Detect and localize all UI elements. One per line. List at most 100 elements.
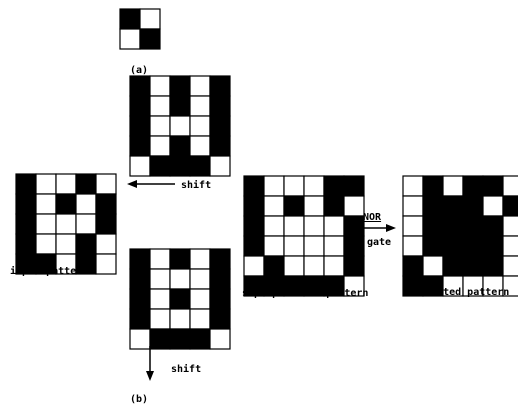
grid-cell (189, 288, 211, 310)
grid-cell (15, 213, 37, 235)
grid-cell (442, 215, 464, 237)
inverted-pattern-label: inverted pattern (413, 286, 509, 298)
grid-cell (75, 193, 97, 215)
grid-cell (189, 248, 211, 270)
grid-cell (129, 248, 151, 270)
grid-cell (263, 195, 285, 217)
grid-cell (209, 288, 231, 310)
grid-cell (139, 28, 161, 50)
grid-cell (462, 215, 484, 237)
grid-cell (263, 235, 285, 257)
grid-cell (323, 255, 345, 277)
grid-cell (129, 268, 151, 290)
grid-cell (422, 175, 444, 197)
grid-cell (402, 255, 424, 277)
grid-cell (283, 175, 305, 197)
grid-cell (243, 235, 265, 257)
grid-cell (502, 275, 518, 297)
grid-cell (263, 255, 285, 277)
grid-cell (243, 195, 265, 217)
grid-cell (209, 95, 231, 117)
grid-cell (209, 115, 231, 137)
grid-cell (149, 308, 171, 330)
grid-cell (422, 235, 444, 257)
grid-cell (343, 235, 365, 257)
grid-cell (402, 215, 424, 237)
nor-label: NOR (363, 212, 382, 223)
grid-cell (149, 75, 171, 97)
grid-cell (343, 175, 365, 197)
grid-cell (462, 255, 484, 277)
grid-cell (303, 195, 325, 217)
superposition-label: superposition pattern (242, 287, 368, 299)
grid-cell (442, 255, 464, 277)
grid-cell (15, 193, 37, 215)
grid-cell (502, 255, 518, 277)
grid-cell (243, 215, 265, 237)
grid-cell (139, 8, 161, 30)
grid-cell (209, 155, 231, 177)
grid-cell (442, 195, 464, 217)
grid-cell (209, 268, 231, 290)
shift-top-label: shift (181, 179, 211, 191)
grid-cell (189, 308, 211, 330)
grid-cell (75, 213, 97, 235)
grid-cell (442, 175, 464, 197)
grid-cell (189, 155, 211, 177)
grid-cell (303, 215, 325, 237)
grid-cell (303, 255, 325, 277)
grid-cell (189, 135, 211, 157)
grid-cell (169, 155, 191, 177)
grid-input (15, 173, 117, 275)
grid-cell (129, 288, 151, 310)
grid-cell (482, 235, 504, 257)
grid-cell (343, 255, 365, 277)
grid-cell (402, 175, 424, 197)
grid-cell (35, 193, 57, 215)
grid-cell (343, 195, 365, 217)
grid-cell (129, 308, 151, 330)
grid-cell (502, 235, 518, 257)
grid-cell (169, 308, 191, 330)
grid-cell (402, 195, 424, 217)
grid-cell (189, 75, 211, 97)
grid-cell (15, 233, 37, 255)
grid-cell (149, 135, 171, 157)
grid-cell (189, 115, 211, 137)
grid-shift-left (129, 75, 231, 177)
grid-cell (129, 115, 151, 137)
grid-cell (75, 173, 97, 195)
grid-cell (119, 28, 141, 50)
grid-cell (263, 215, 285, 237)
grid-cell (482, 255, 504, 277)
grid-cell (462, 175, 484, 197)
grid-cell (35, 173, 57, 195)
grid-cell (149, 328, 171, 350)
grid-cell (209, 135, 231, 157)
grid-cell (283, 235, 305, 257)
grid-cell (323, 195, 345, 217)
grid-cell (422, 195, 444, 217)
grid-cell (283, 215, 305, 237)
grid-cell (169, 328, 191, 350)
grid-cell (35, 213, 57, 235)
grid-cell (119, 8, 141, 30)
pattern-grids (15, 8, 518, 350)
grid-cell (189, 268, 211, 290)
grid-cell (149, 268, 171, 290)
grid-cell (209, 328, 231, 350)
grid-cell (343, 215, 365, 237)
gate-label: gate (367, 237, 391, 248)
grid-cell (55, 173, 77, 195)
grid-cell (95, 233, 117, 255)
grid-cell (149, 248, 171, 270)
grid-cell (15, 173, 37, 195)
shift-down-arrow (146, 346, 154, 381)
grid-cell (502, 195, 518, 217)
grid-cell (169, 135, 191, 157)
grid-cell (243, 255, 265, 277)
grid-cell (343, 275, 365, 297)
grid-cell (303, 175, 325, 197)
grid-cell (95, 213, 117, 235)
